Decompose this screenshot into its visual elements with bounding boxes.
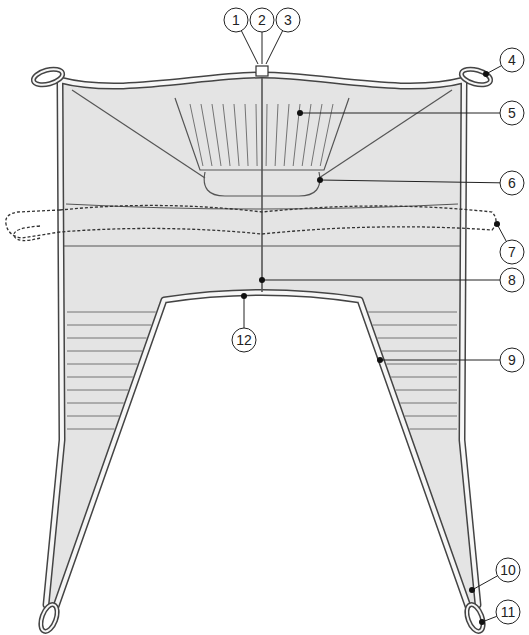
callout-number: 9 [501, 351, 523, 369]
callout-circle [500, 348, 524, 372]
callout-circle [500, 268, 524, 292]
leader-line [266, 31, 283, 64]
stitch-line [67, 325, 151, 326]
stitch-line [67, 377, 133, 378]
stitch-line [405, 416, 457, 417]
callout-circle [500, 101, 524, 125]
leader-dot [469, 587, 475, 593]
stitch-line [284, 104, 289, 166]
callout-circle [500, 48, 524, 72]
stitch-line [245, 104, 248, 166]
leader-line [262, 280, 500, 281]
stitch-line [67, 403, 124, 404]
stitch-line [67, 338, 147, 339]
leader-line [244, 296, 245, 328]
stitch-line [400, 403, 457, 404]
leader-lines [224, 8, 524, 625]
callout-circle [500, 240, 524, 264]
stitch-line [266, 104, 268, 166]
callout-number: 2 [251, 11, 273, 29]
callout-number: 3 [277, 11, 299, 29]
stitch-line [368, 312, 457, 313]
stitch-line [387, 364, 457, 365]
callout-number: 10 [497, 561, 519, 579]
stitch-line [67, 351, 142, 352]
leader-line [472, 576, 498, 590]
leader-line [300, 113, 500, 114]
leader-dot [479, 619, 485, 625]
callout-circle [250, 8, 274, 32]
leader-dot [317, 177, 323, 183]
callout-circle [276, 8, 300, 32]
leader-line [241, 31, 258, 64]
label-tag [256, 66, 268, 76]
stitch-line [67, 390, 128, 391]
stitch-line [67, 364, 137, 365]
stitch-line [409, 429, 457, 430]
stitch-line [67, 312, 156, 313]
stitch-line [396, 390, 457, 391]
callout-number: 7 [501, 243, 523, 261]
leader-dot [377, 357, 383, 363]
stitch-line [377, 338, 457, 339]
callout-number: 12 [233, 331, 255, 349]
callout-circle [496, 600, 520, 624]
stitch-line [373, 325, 457, 326]
leader-line [262, 32, 263, 64]
leader-dot [259, 277, 265, 283]
stitch-line [275, 104, 278, 166]
callout-number: 5 [501, 104, 523, 122]
sling-body [46, 75, 478, 612]
sling-loops [32, 66, 493, 633]
stitch-line [190, 104, 203, 166]
waist-strap-dashed [6, 205, 496, 240]
leader-line [320, 180, 500, 183]
stitch-line [212, 104, 221, 166]
stitch-line [67, 429, 115, 430]
leader-line [380, 360, 500, 361]
stitch-line [223, 104, 230, 166]
callout-circle [496, 558, 520, 582]
callout-circle [224, 8, 248, 32]
leader-dot [297, 110, 303, 116]
stitch-line [234, 104, 239, 166]
inner-seams [64, 78, 460, 292]
stitch-line [391, 377, 457, 378]
callout-number: 11 [497, 603, 519, 621]
callout-number: 8 [501, 271, 523, 289]
stitch-line [382, 351, 457, 352]
stitch-line [201, 104, 212, 166]
stitch-line [67, 416, 119, 417]
leader-dot [241, 293, 247, 299]
leader-dot [483, 71, 489, 77]
callout-circle [232, 328, 256, 352]
leader-dot [494, 221, 500, 227]
stitch-line [256, 104, 257, 166]
callout-number: 4 [501, 51, 523, 69]
callout-number: 6 [501, 174, 523, 192]
callout-circle [500, 171, 524, 195]
callout-number: 1 [225, 11, 247, 29]
leg-padding-stitching [67, 312, 457, 429]
